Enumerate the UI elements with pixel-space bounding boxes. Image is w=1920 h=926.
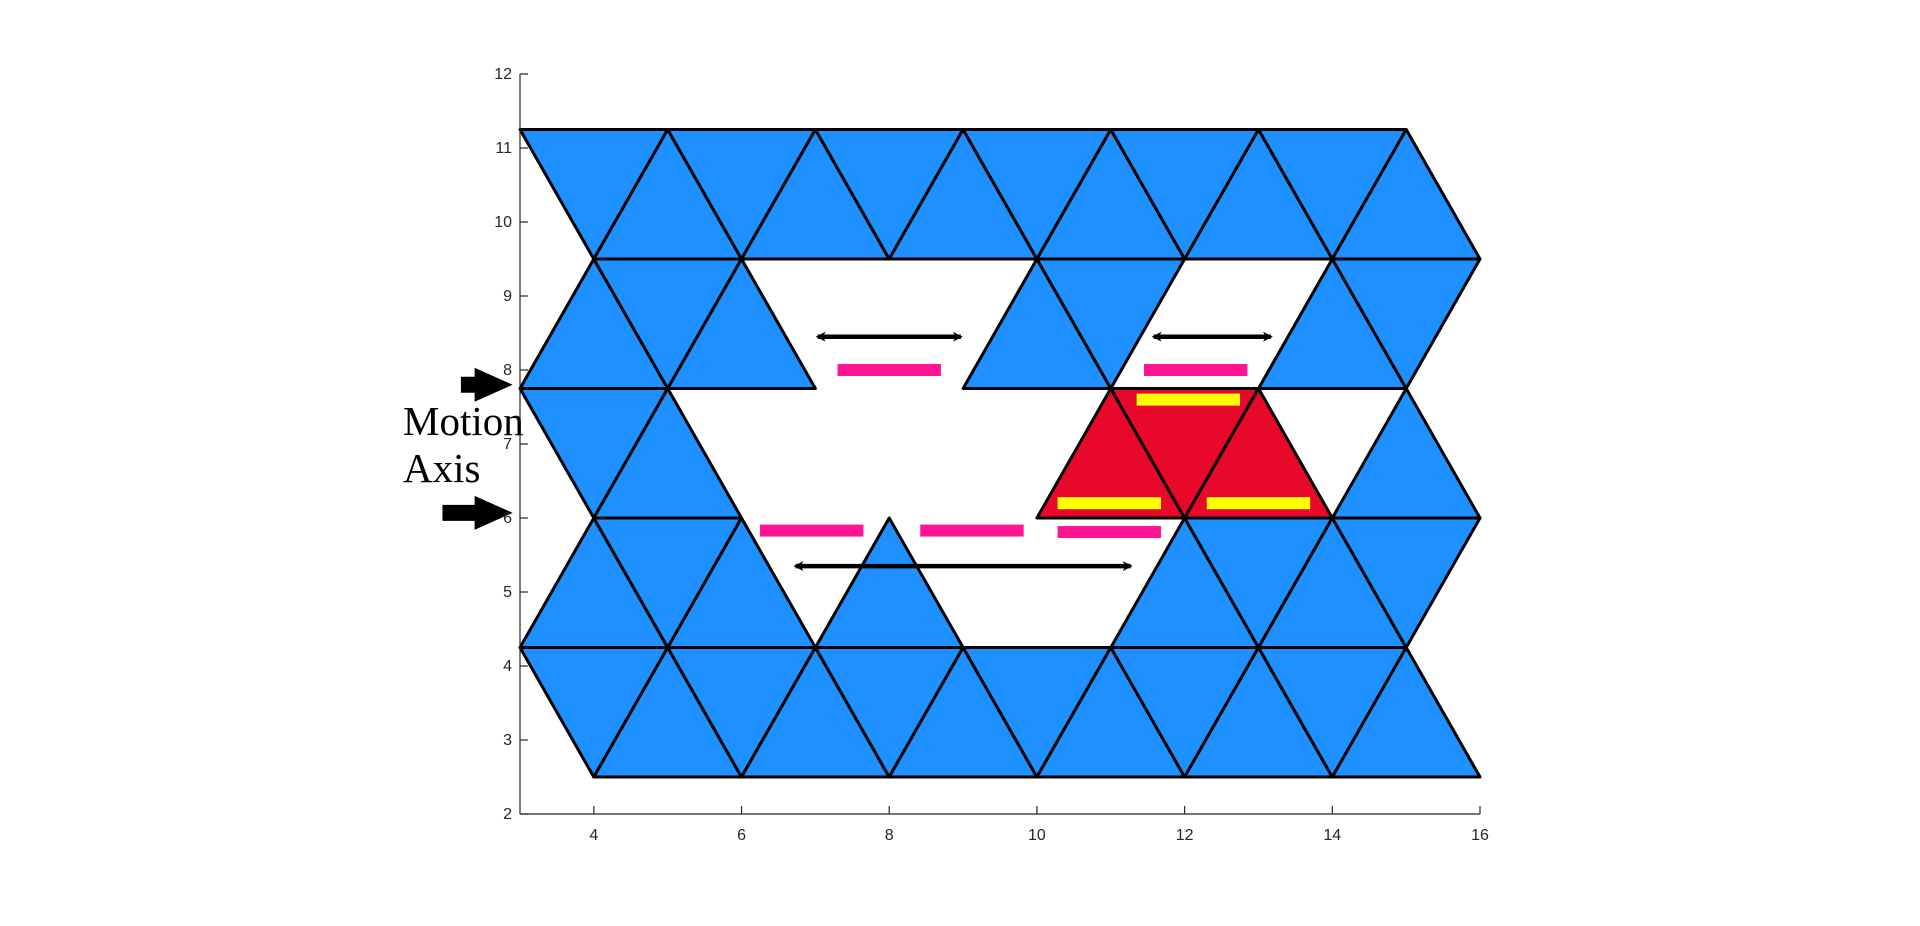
y-tick-label: 2 — [503, 806, 512, 823]
y-tick-label: 12 — [494, 66, 512, 83]
tiles-layer — [518, 128, 1482, 779]
x-tick-label: 14 — [1323, 827, 1341, 844]
tile-triangle-blue — [1330, 516, 1482, 649]
y-tick-label: 9 — [503, 288, 512, 305]
x-tick-label: 16 — [1471, 827, 1489, 844]
tile-triangle-blue — [666, 257, 817, 390]
x-tick-label: 12 — [1176, 827, 1194, 844]
x-tick-label: 4 — [589, 827, 598, 844]
yellow-bar — [1057, 497, 1161, 510]
tile-triangle-blue — [1330, 257, 1482, 390]
x-tick-label: 6 — [737, 827, 746, 844]
tile-triangle-blue — [1330, 387, 1482, 520]
tile-triangle-red — [1183, 387, 1334, 520]
tile-triangle-blue — [1035, 257, 1187, 390]
tile-triangle-blue — [1330, 646, 1482, 779]
arrows-layer — [442, 331, 1273, 572]
motion-axis-label: Motion Axis — [403, 398, 524, 492]
yellow-bar — [1136, 393, 1240, 406]
yellow-bar — [1206, 497, 1311, 510]
y-tick-label: 3 — [503, 732, 512, 749]
x-tick-label: 10 — [1028, 827, 1046, 844]
motion-axis-text: Motion Axis — [403, 398, 524, 491]
y-tick-label: 4 — [503, 658, 512, 675]
y-tick-label: 6 — [503, 510, 512, 527]
pink-bar — [1057, 526, 1161, 539]
motion-arrow — [460, 367, 513, 402]
tile-triangle-blue — [813, 516, 965, 649]
pink-bar — [760, 524, 864, 537]
bars-layer — [760, 364, 1311, 539]
x-tick-label: 8 — [885, 827, 894, 844]
y-tick-label: 11 — [495, 140, 512, 157]
motion-arrow — [442, 495, 513, 530]
y-tick-label: 10 — [494, 214, 512, 231]
y-tick-label: 5 — [503, 584, 512, 601]
y-tick-label: 7 — [503, 436, 512, 453]
pink-bar — [837, 364, 941, 376]
axes: 4 6 8 10 12 14 16 2 3 4 5 6 7 8 9 10 11 12 — [494, 66, 1489, 844]
pink-bar — [920, 524, 1024, 537]
pink-bar — [1144, 364, 1248, 376]
y-tick-label: 8 — [503, 362, 512, 379]
